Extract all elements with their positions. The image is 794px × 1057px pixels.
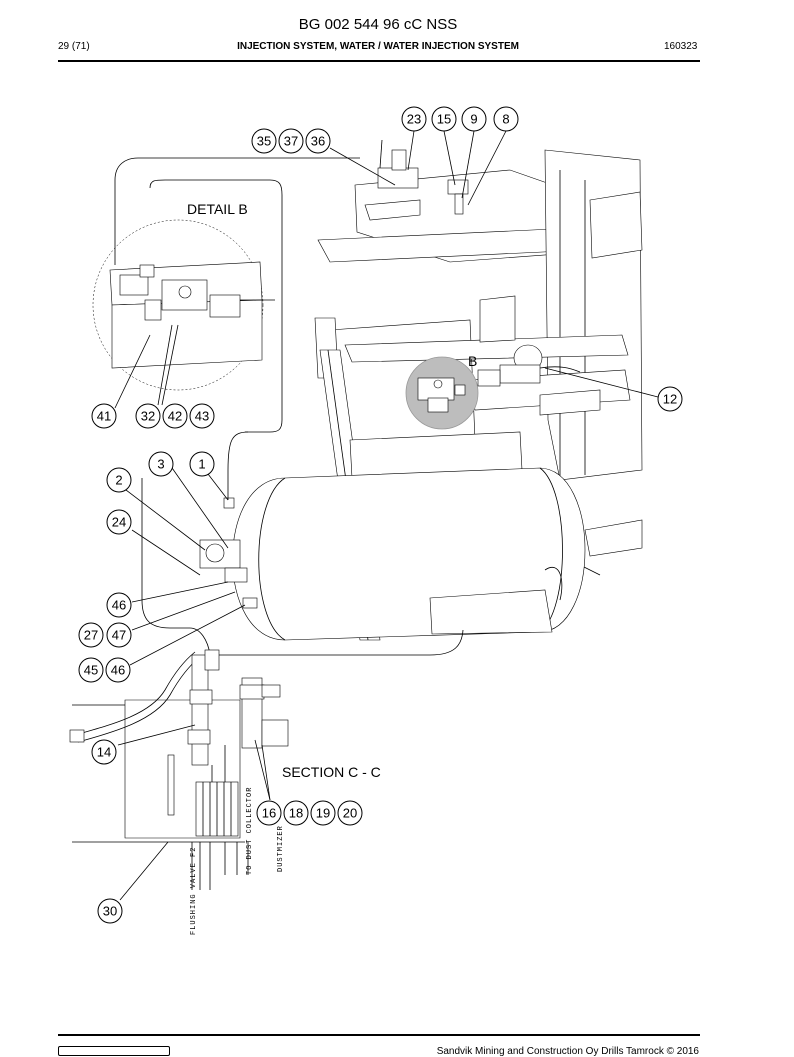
header-divider [58, 60, 700, 62]
callout-35: 35 [251, 128, 277, 154]
svg-text:15: 15 [437, 112, 451, 127]
callout-45: 45 [78, 657, 104, 683]
callout-14: 14 [91, 739, 117, 765]
document-number: BG 002 544 96 cC NSS [298, 16, 458, 33]
svg-text:23: 23 [407, 112, 421, 127]
filter-regulator [477, 344, 581, 387]
section-title: INJECTION SYSTEM, WATER / WATER INJECTIO… [237, 41, 519, 52]
detail-b-circle [92, 219, 264, 391]
svg-text:32: 32 [141, 409, 155, 424]
svg-text:9: 9 [470, 112, 477, 127]
svg-text:42: 42 [168, 409, 182, 424]
detail-b-marker: B [468, 353, 477, 369]
water-tank [199, 467, 586, 641]
dustmizer-label: DUSTMIZER [277, 825, 285, 872]
callout-9: 9 [461, 106, 487, 132]
detail-b-frame-outline [149, 179, 283, 433]
svg-text:12: 12 [663, 392, 677, 407]
svg-text:19: 19 [316, 806, 330, 821]
svg-text:8: 8 [502, 112, 509, 127]
callout-46-upper: 46 [106, 592, 132, 618]
detail-b-label: DETAIL B [187, 201, 248, 217]
callout-24: 24 [106, 509, 132, 535]
dust-collector-label: TO DUST COLLECTOR [246, 787, 254, 875]
svg-text:41: 41 [97, 409, 111, 424]
svg-text:14: 14 [97, 745, 111, 760]
footer-divider [58, 1034, 700, 1036]
svg-text:46: 46 [112, 598, 126, 613]
section-boundary [141, 478, 211, 656]
leader-lines [114, 130, 659, 901]
callout-16: 16 [256, 800, 282, 826]
callout-23: 23 [401, 106, 427, 132]
top-valve-assembly [377, 139, 469, 215]
svg-text:20: 20 [343, 806, 357, 821]
flushing-valve-label: FLUSHING VALVE F2 [190, 847, 198, 935]
svg-text:36: 36 [311, 134, 325, 149]
svg-text:1: 1 [198, 457, 205, 472]
sandvik-logo [58, 1046, 170, 1056]
date-code: 160323 [664, 41, 698, 52]
svg-text:27: 27 [84, 628, 98, 643]
svg-text:3: 3 [157, 457, 164, 472]
svg-text:45: 45 [84, 663, 98, 678]
assembly-outline-loop [114, 157, 360, 265]
callout-20: 20 [337, 800, 363, 826]
footer-copyright: Sandvik Mining and Construction Oy Drill… [436, 1046, 699, 1057]
callout-18: 18 [283, 800, 309, 826]
callout-19: 19 [310, 800, 336, 826]
svg-text:46: 46 [111, 663, 125, 678]
callout-8: 8 [493, 106, 519, 132]
valve-block-on-frame [417, 377, 466, 413]
callout-37: 37 [278, 128, 304, 154]
page-number: 29 (71) [58, 41, 90, 52]
callout-3: 3 [148, 451, 174, 477]
svg-text:18: 18 [289, 806, 303, 821]
callout-47: 47 [106, 622, 132, 648]
callout-43: 43 [189, 403, 215, 429]
svg-text:24: 24 [112, 515, 126, 530]
section-cc-view [69, 649, 289, 890]
callout-46-lower: 46 [105, 657, 131, 683]
svg-text:43: 43 [195, 409, 209, 424]
callout-12: 12 [657, 386, 683, 412]
callout-36: 36 [305, 128, 331, 154]
callout-1: 1 [189, 451, 215, 477]
callout-42: 42 [162, 403, 188, 429]
svg-text:30: 30 [103, 904, 117, 919]
callout-30: 30 [97, 898, 123, 924]
svg-text:47: 47 [112, 628, 126, 643]
svg-text:37: 37 [284, 134, 298, 149]
callout-41: 41 [91, 403, 117, 429]
callout-27: 27 [78, 622, 104, 648]
svg-text:35: 35 [257, 134, 271, 149]
callout-15: 15 [431, 106, 457, 132]
callout-2: 2 [106, 467, 132, 493]
section-cc-label: SECTION C - C [282, 764, 381, 780]
detail-b-view [92, 219, 275, 391]
svg-text:2: 2 [115, 473, 122, 488]
callout-32: 32 [135, 403, 161, 429]
svg-text:16: 16 [262, 806, 276, 821]
